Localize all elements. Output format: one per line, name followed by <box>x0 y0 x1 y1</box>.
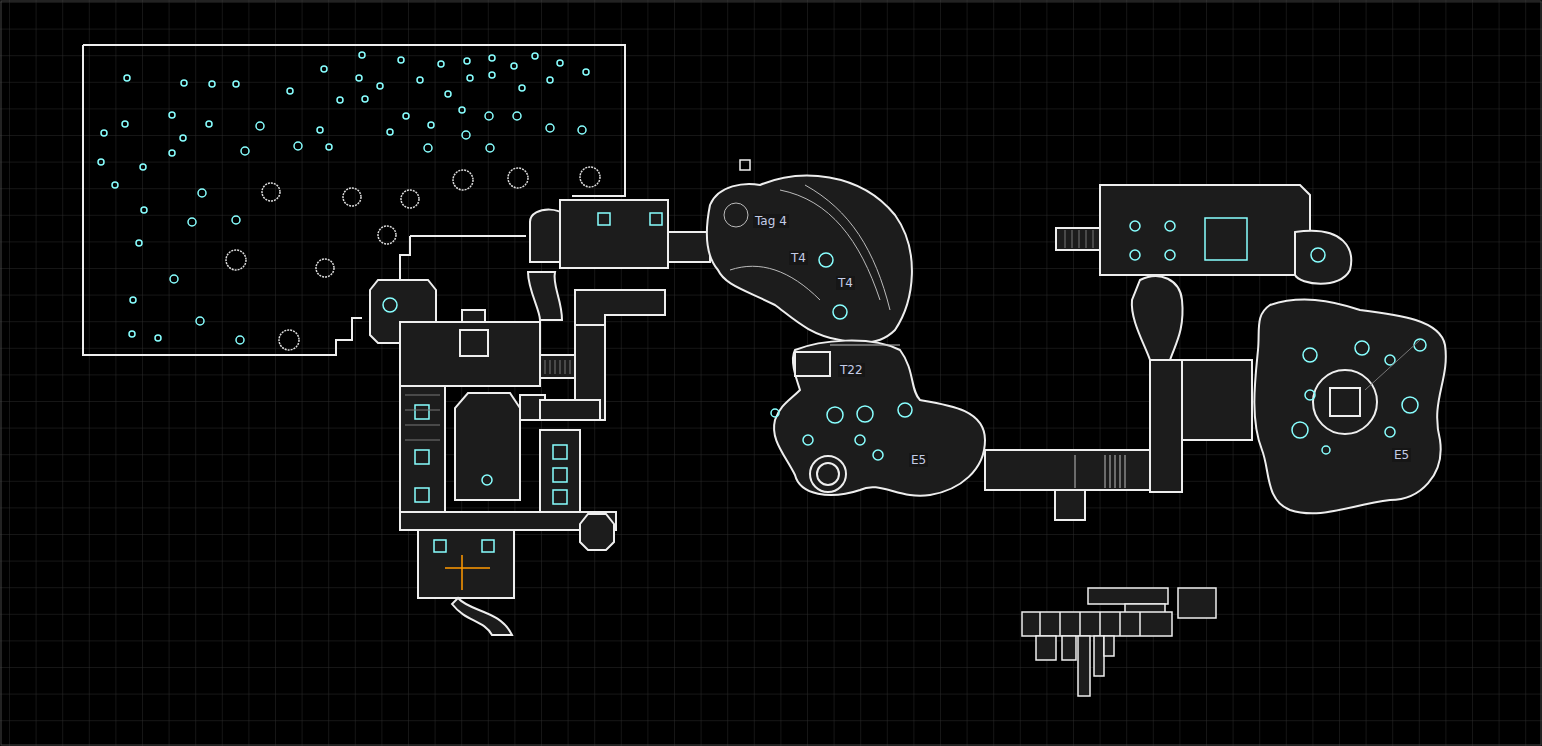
tree-markers <box>98 52 589 344</box>
right-rooms <box>1056 185 1446 513</box>
control-rooms <box>1022 588 1216 696</box>
map-tag-label: T22 <box>838 363 865 377</box>
map-tag-label: T4 <box>836 276 855 290</box>
map-tag-label: Tag 4 <box>753 214 789 228</box>
map-tag-label: E5 <box>909 453 928 467</box>
outdoor-area <box>83 45 625 355</box>
cave-rocks <box>771 253 912 460</box>
map-tag-label: E5 <box>1392 448 1411 462</box>
exit-marker <box>445 555 490 590</box>
pillar-markers <box>383 213 662 552</box>
map-tag-label: T4 <box>789 251 808 265</box>
right-pillars <box>1130 218 1426 454</box>
stair-lines <box>405 360 570 440</box>
small-box <box>740 160 750 170</box>
cave-ring <box>810 456 846 492</box>
left-building <box>370 200 710 635</box>
cave-contours <box>724 185 1125 488</box>
right-stairs <box>1065 230 1420 390</box>
